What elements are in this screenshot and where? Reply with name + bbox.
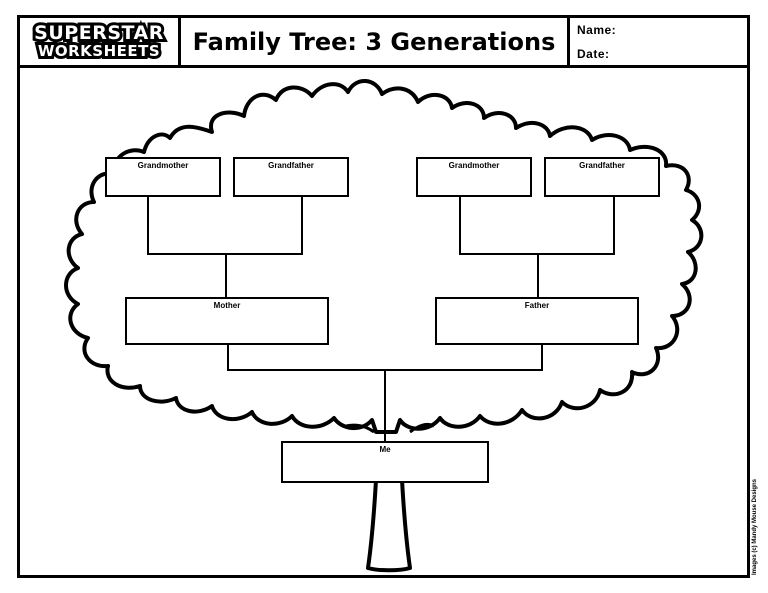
me-box[interactable]: Me [281,441,489,483]
logo-line-2: WORKSHEETS [35,39,163,62]
name-date-fields: Name: Date: [570,18,747,65]
name-field-label[interactable]: Name: [577,22,617,37]
grandmother-right-box[interactable]: Grandmother [416,157,532,197]
grandmother-left-label: Grandmother [137,161,189,170]
tree-canopy [64,79,704,434]
worksheet-frame [17,67,750,578]
tree-connectors [147,196,615,442]
trunk-leaves [345,422,435,434]
mother-label: Mother [213,301,241,310]
father-label: Father [524,301,550,310]
me-label: Me [379,445,391,454]
grandmother-left-box[interactable]: Grandmother [105,157,221,197]
title-cell: Family Tree: 3 Generations [181,18,570,65]
grandmother-right-label: Grandmother [448,161,500,170]
image-credit: Images (c) Mandy Mouse Designs [752,478,758,575]
superstar-worksheets-logo: SUPERSTAR WORKSHEETS [20,18,181,65]
grandfather-left-box[interactable]: Grandfather [233,157,349,197]
father-box[interactable]: Father [435,297,639,345]
grandfather-left-label: Grandfather [268,161,314,170]
grandfather-right-label: Grandfather [579,161,625,170]
date-field-label[interactable]: Date: [577,46,610,61]
page-title: Family Tree: 3 Generations [192,27,556,56]
logo-line-1: SUPERSTAR [31,20,166,45]
grandfather-right-box[interactable]: Grandfather [544,157,660,197]
mother-box[interactable]: Mother [125,297,329,345]
worksheet-header: SUPERSTAR WORKSHEETS Family Tree: 3 Gene… [17,15,750,68]
tree-trunk [366,468,412,573]
